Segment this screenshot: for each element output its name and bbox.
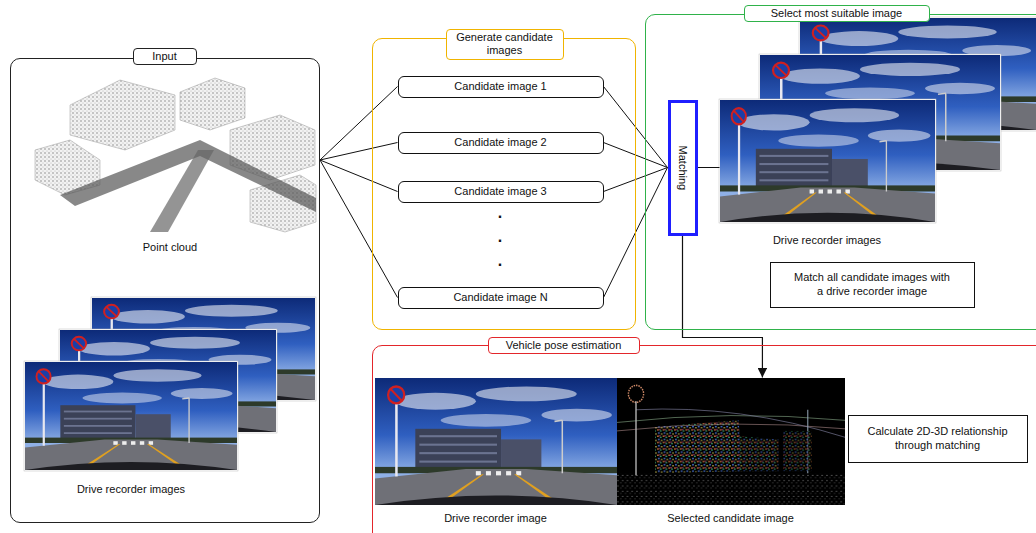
image-caption: Drive recorder images — [720, 234, 935, 248]
connector-line — [320, 160, 398, 298]
point-cloud-building — [180, 78, 245, 130]
process-box: Match all candidate images with a drive … — [770, 262, 975, 308]
point-cloud-road — [150, 150, 214, 232]
caption-holder: Selected candidate image — [617, 512, 845, 526]
caption-holder: Drive recorder images — [720, 234, 935, 248]
drive-recorder-frame — [720, 100, 935, 222]
connector-line — [320, 160, 398, 192]
label-holder: Drive recorder images — [77, 483, 185, 497]
candidate-render — [617, 378, 845, 505]
image-panel: Drive recorder images — [720, 18, 1036, 250]
matching-block: Matching — [668, 100, 698, 236]
connector-line — [320, 87, 398, 161]
image-caption: Drive recorder image — [375, 512, 617, 526]
candidate-box: Candidate image 2 — [398, 132, 604, 154]
ellipsis-dot: . — [498, 251, 502, 271]
connector-line — [698, 167, 720, 168]
drive-recorder-frame — [25, 362, 237, 470]
label-holder: . — [498, 227, 502, 247]
illustration-caption: Drive recorder images — [77, 483, 185, 497]
image-panel: Drive recorder image — [375, 378, 617, 528]
candidate-box: Candidate image 3 — [398, 181, 604, 203]
point-cloud-building — [70, 80, 175, 150]
ellipsis-dot: . — [498, 227, 502, 247]
candidate-box: Candidate image N — [398, 287, 604, 309]
panel-heading: Generate candidate images — [452, 31, 558, 59]
label-holder: . — [498, 203, 502, 223]
process-text: Match all candidate images with a drive … — [791, 271, 953, 299]
connector-line — [320, 143, 398, 161]
process-text: Calculate 2D-3D relationship through mat… — [854, 425, 1022, 453]
caption-holder: Drive recorder image — [375, 512, 617, 526]
matching-label: Matching — [676, 145, 690, 190]
heading-tag: Vehicle pose estimation — [488, 337, 640, 355]
drive-recorder-frame — [375, 378, 617, 505]
connector-arrow — [683, 236, 763, 378]
heading-tag: Select most suitable image — [744, 5, 930, 23]
illustration-caption: Point cloud — [143, 241, 197, 255]
ellipsis-dot: . — [498, 203, 502, 223]
label-holder: . — [498, 251, 502, 271]
candidate-label: Candidate image N — [453, 291, 547, 305]
image-caption: Selected candidate image — [617, 512, 845, 526]
candidate-label: Candidate image 2 — [454, 136, 546, 150]
stage-panel: Generate candidate imagesCandidate image… — [372, 38, 636, 330]
image-panel: Selected candidate image — [617, 378, 845, 528]
heading-tag: Input — [133, 48, 197, 66]
heading-tag: Generate candidate images — [446, 29, 564, 61]
candidate-label: Candidate image 3 — [454, 185, 546, 199]
panel-heading: Input — [139, 50, 191, 64]
candidate-box: Candidate image 1 — [398, 76, 604, 98]
candidate-label: Candidate image 1 — [454, 80, 546, 94]
point-cloud — [35, 78, 316, 232]
drive-recorder-stack — [24, 297, 316, 471]
stage-panel: Vehicle pose estimationDrive recorder im… — [372, 345, 1036, 533]
panel-heading: Select most suitable image — [750, 7, 924, 21]
stage-panel: Input — [10, 58, 320, 523]
label-holder: Point cloud — [143, 241, 197, 255]
drive-recorder-stack — [719, 17, 1036, 223]
panel-heading: Vehicle pose estimation — [494, 339, 634, 353]
process-box: Calculate 2D-3D relationship through mat… — [848, 415, 1028, 463]
stage-panel: Select most suitable imageMatchingDrive … — [645, 14, 1036, 330]
